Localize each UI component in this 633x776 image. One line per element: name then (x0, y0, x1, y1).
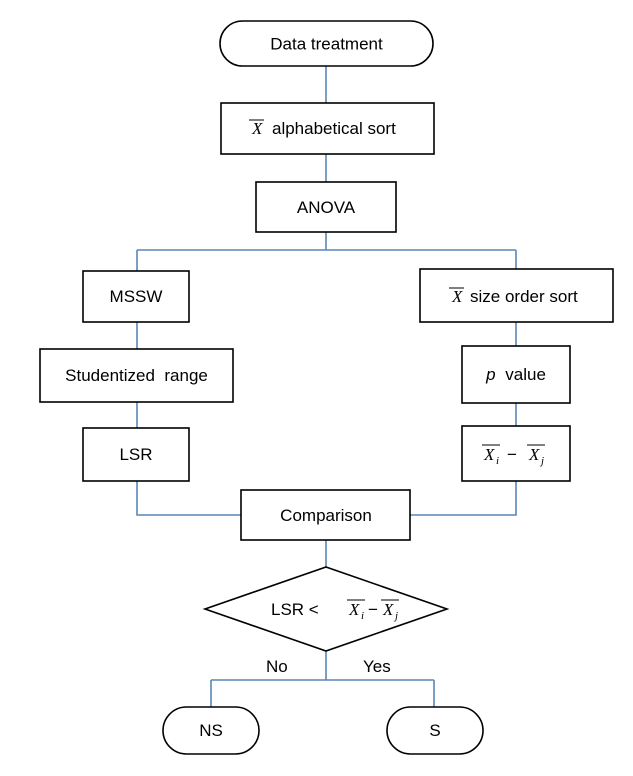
node-p-value: p value (461, 345, 571, 404)
node-mean-difference: X i − X j (461, 425, 571, 482)
subscript-i: i (496, 455, 499, 467)
node-decision: LSR < X i − X j (202, 566, 450, 652)
node-data-treatment: Data treatment (219, 20, 434, 67)
node-mssw: MSSW (82, 270, 190, 323)
mean-symbol: X (451, 287, 463, 306)
node-s: S (386, 706, 484, 755)
node-p-value-label: value (505, 365, 546, 384)
svg-text:p value: p value (485, 365, 546, 384)
branch-label-yes: Yes (363, 657, 391, 676)
node-data-treatment-label: Data treatment (270, 35, 383, 54)
p-symbol: p (485, 365, 495, 384)
node-decision-label: LSR < (271, 600, 319, 619)
subscript-j: j (393, 610, 398, 622)
mean-symbol: X (528, 445, 540, 464)
node-mssw-label: MSSW (110, 287, 163, 306)
node-lsr: LSR (82, 427, 190, 482)
subscript-i: i (361, 610, 364, 622)
minus-sign: − (507, 445, 517, 464)
node-size-order-sort-label: size order sort (470, 287, 578, 306)
node-size-order-sort: X size order sort (419, 268, 614, 323)
subscript-j: j (539, 455, 544, 467)
node-s-label: S (429, 721, 440, 740)
mean-symbol: X (251, 119, 263, 138)
node-comparison: Comparison (240, 489, 411, 541)
node-studentized-range-label: Studentized range (65, 366, 208, 385)
node-alphabetical-sort: X alphabetical sort (220, 102, 435, 155)
connector-diff-comparison (410, 481, 517, 516)
node-alphabetical-sort-label: alphabetical sort (272, 119, 396, 138)
connectors (136, 66, 517, 707)
mean-symbol: X (382, 600, 394, 619)
node-ns: NS (162, 706, 260, 755)
node-studentized-range: Studentized range (39, 348, 234, 403)
connector-lsr-comparison (136, 481, 241, 516)
mean-symbol: X (483, 445, 495, 464)
node-ns-label: NS (199, 721, 223, 740)
node-lsr-label: LSR (119, 445, 152, 464)
branch-label-no: No (266, 657, 288, 676)
node-anova: ANOVA (255, 181, 397, 233)
node-anova-label: ANOVA (297, 198, 356, 217)
minus-sign: − (368, 600, 378, 619)
node-comparison-label: Comparison (280, 506, 372, 525)
mean-symbol: X (348, 600, 360, 619)
